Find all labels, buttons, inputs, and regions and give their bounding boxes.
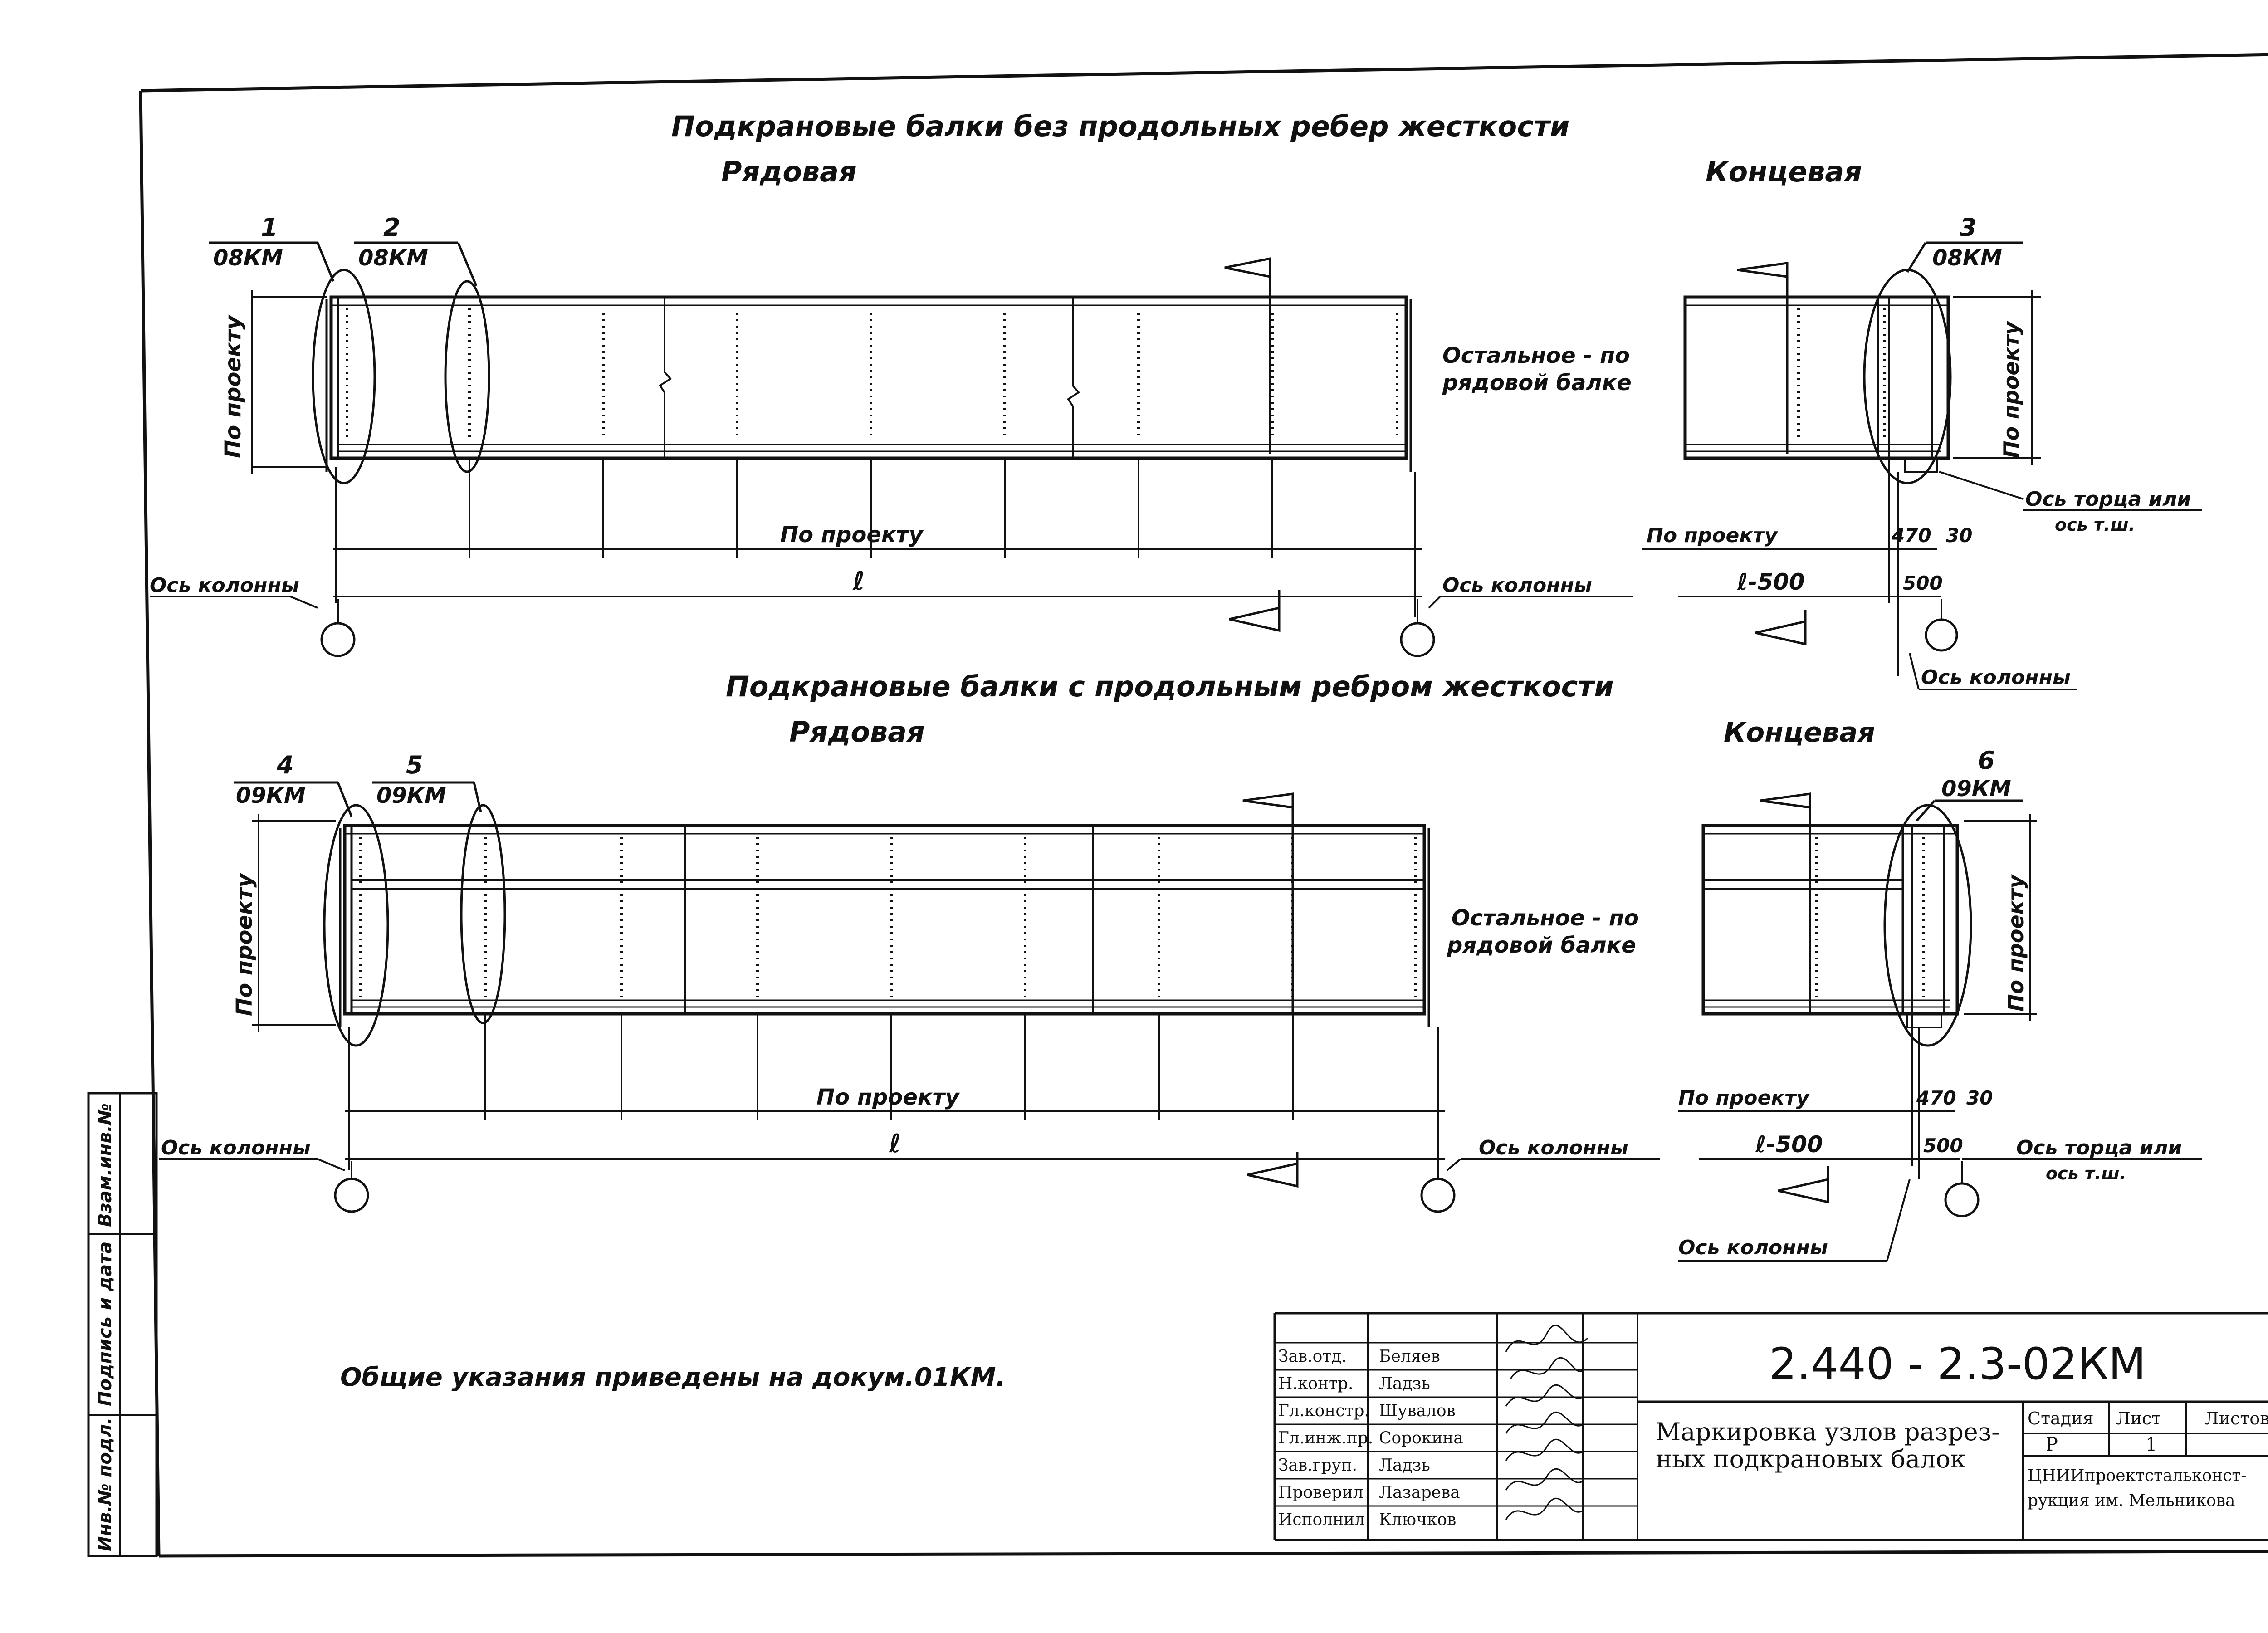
top-end-dim-500: 500 bbox=[1903, 572, 1943, 594]
tb-role-4: Зав.груп. bbox=[1278, 1456, 1357, 1475]
side-stamp-inv: Инв.№ подл. bbox=[95, 1417, 116, 1551]
top-end-span-project: По проекту bbox=[1647, 524, 1779, 547]
callout-1-number: 1 bbox=[261, 213, 278, 242]
bottom-end-span-minus: ℓ-500 bbox=[1755, 1131, 1823, 1158]
tb-role-1: Н.контр. bbox=[1278, 1374, 1353, 1393]
tb-name-4: Ладзь bbox=[1379, 1456, 1430, 1475]
callout-4-number: 4 bbox=[276, 751, 294, 779]
title-block-signatures: Зав.отд. Беляев Н.контр. Ладзь Гл.констр… bbox=[1278, 1347, 1463, 1529]
tb-role-3: Гл.инж.пр. bbox=[1278, 1429, 1373, 1447]
top-rest-note-2: рядовой балке bbox=[1442, 370, 1632, 396]
callout-5-doc: 09КМ bbox=[376, 783, 446, 808]
top-end-stiffeners bbox=[1797, 308, 1886, 440]
callout-6-doc: 09КМ bbox=[1941, 776, 2011, 802]
drawing-title-line-1: Маркировка узлов разрез- bbox=[1656, 1418, 1999, 1446]
tb-name-3: Сорокина bbox=[1379, 1429, 1463, 1447]
callout-4-doc: 09КМ bbox=[236, 783, 306, 808]
side-stamp: Инв.№ подл. Подпись и дата Взам.инв.№ bbox=[95, 1103, 116, 1551]
top-ordinary-span-project: По проекту bbox=[780, 522, 924, 548]
bottom-rest-note-1: Остальное - по bbox=[1452, 905, 1639, 931]
top-ordinary-span: ℓ bbox=[852, 567, 865, 596]
side-stamp-sign: Подпись и дата bbox=[95, 1242, 116, 1406]
tb-role-2: Гл.констр. bbox=[1278, 1402, 1369, 1420]
top-ordinary-dimensions bbox=[150, 257, 1633, 657]
tb-role-5: Проверил bbox=[1278, 1483, 1364, 1502]
sheet-value: 1 bbox=[2146, 1434, 2157, 1455]
bottom-rest-note-2: рядовой балке bbox=[1447, 933, 1636, 958]
doc-number: 2.440 - 2.3-02КМ bbox=[1769, 1339, 2146, 1389]
side-stamp-replace: Взам.инв.№ bbox=[95, 1103, 116, 1227]
bottom-end-dim-500: 500 bbox=[1923, 1134, 1963, 1157]
tb-name-2: Шувалов bbox=[1379, 1402, 1456, 1420]
callout-2-doc: 08КМ bbox=[358, 245, 428, 271]
bottom-ordinary-callouts bbox=[234, 781, 506, 1047]
top-end-dimensions bbox=[1642, 241, 2202, 690]
bottom-end-stiffeners bbox=[1815, 837, 1925, 998]
top-end-axis-note-1: Ось торца или bbox=[2025, 488, 2191, 511]
drawing-title-line-2: ных подкрановых балок bbox=[1656, 1445, 1966, 1473]
sheet-frame bbox=[87, 53, 2268, 1558]
top-ordinary-callouts bbox=[209, 241, 490, 484]
top-ordinary-beam bbox=[325, 295, 1412, 472]
top-ordinary-height-dim: По проекту bbox=[220, 315, 246, 458]
tb-role-6: Исполнил bbox=[1278, 1511, 1365, 1529]
title-block bbox=[1273, 1312, 2268, 1541]
bottom-end-axis-note-2: ось т.ш. bbox=[2046, 1164, 2126, 1183]
top-rest-note-1: Остальное - по bbox=[1442, 343, 1630, 368]
bottom-ordinary-label: Рядовая bbox=[789, 715, 925, 748]
tb-name-0: Беляев bbox=[1379, 1347, 1440, 1366]
callout-3-doc: 08КМ bbox=[1932, 245, 2002, 271]
top-end-dim-30: 30 bbox=[1946, 524, 1972, 547]
callout-5-number: 5 bbox=[406, 751, 423, 779]
tb-name-5: Лазарева bbox=[1379, 1483, 1460, 1502]
organization-line-2: рукция им. Мельникова bbox=[2028, 1491, 2235, 1510]
bottom-ordinary-dimensions bbox=[159, 792, 1660, 1213]
organization-line-1: ЦНИИпроектстальконст- bbox=[2028, 1467, 2246, 1485]
top-ordinary-label: Рядовая bbox=[721, 155, 857, 188]
bottom-end-beam bbox=[1701, 824, 1959, 1028]
callout-1-doc: 08КМ bbox=[213, 245, 283, 271]
top-end-dim-470: 470 bbox=[1891, 524, 1931, 547]
top-end-height-dim: По проекту bbox=[1999, 320, 2024, 458]
bottom-ordinary-col-axis-right: Ось колонны bbox=[1479, 1136, 1628, 1159]
tb-name-6: Ключков bbox=[1379, 1511, 1456, 1529]
stage-label: Стадия bbox=[2028, 1408, 2093, 1428]
bottom-end-dimensions bbox=[1678, 792, 2202, 1262]
bottom-end-height-dim: По проекту bbox=[2004, 874, 2028, 1012]
general-note: Общие указания приведены на докум.01КМ. bbox=[340, 1363, 1006, 1392]
bottom-ordinary-beam bbox=[339, 824, 1430, 1027]
tb-name-1: Ладзь bbox=[1379, 1374, 1430, 1393]
callout-3-number: 3 bbox=[1960, 213, 1977, 242]
bottom-end-label: Концевая bbox=[1724, 717, 1875, 748]
bottom-end-axis-note-1: Ось торца или bbox=[2016, 1136, 2182, 1159]
bottom-title: Подкрановые балки с продольным ребром же… bbox=[726, 670, 1614, 703]
sheets-label: Листов bbox=[2204, 1408, 2268, 1428]
bottom-end-dim-470: 470 bbox=[1916, 1087, 1956, 1109]
callout-2-number: 2 bbox=[383, 213, 401, 242]
top-end-span-minus: ℓ-500 bbox=[1737, 569, 1805, 595]
top-title: Подкрановые балки без продольных ребер ж… bbox=[671, 110, 1569, 143]
stage-value: Р bbox=[2046, 1434, 2058, 1455]
top-ordinary-col-axis-right: Ось колонны bbox=[1442, 574, 1592, 597]
tb-role-0: Зав.отд. bbox=[1278, 1347, 1347, 1366]
top-end-col-axis: Ось колонны bbox=[1921, 666, 2071, 689]
top-ordinary-stiffeners bbox=[346, 308, 1398, 440]
bottom-ordinary-span: ℓ bbox=[889, 1129, 901, 1159]
sheet-label: Лист bbox=[2116, 1408, 2161, 1428]
top-ordinary-col-axis-left: Ось колонны bbox=[150, 574, 299, 597]
bottom-ordinary-height-dim: По проекту bbox=[232, 873, 257, 1016]
bottom-end-dim-30: 30 bbox=[1966, 1087, 1993, 1109]
bottom-ordinary-span-project: По проекту bbox=[816, 1085, 960, 1110]
bottom-ordinary-col-axis-left: Ось колонны bbox=[161, 1136, 311, 1159]
callout-6-number: 6 bbox=[1978, 746, 1995, 775]
bottom-end-col-axis: Ось колонны bbox=[1678, 1236, 1828, 1259]
bottom-end-span-project: По проекту bbox=[1678, 1086, 1810, 1110]
top-end-axis-note-2: ось т.ш. bbox=[2055, 515, 2135, 535]
top-end-label: Концевая bbox=[1706, 155, 1862, 188]
top-end-beam bbox=[1683, 295, 1950, 473]
